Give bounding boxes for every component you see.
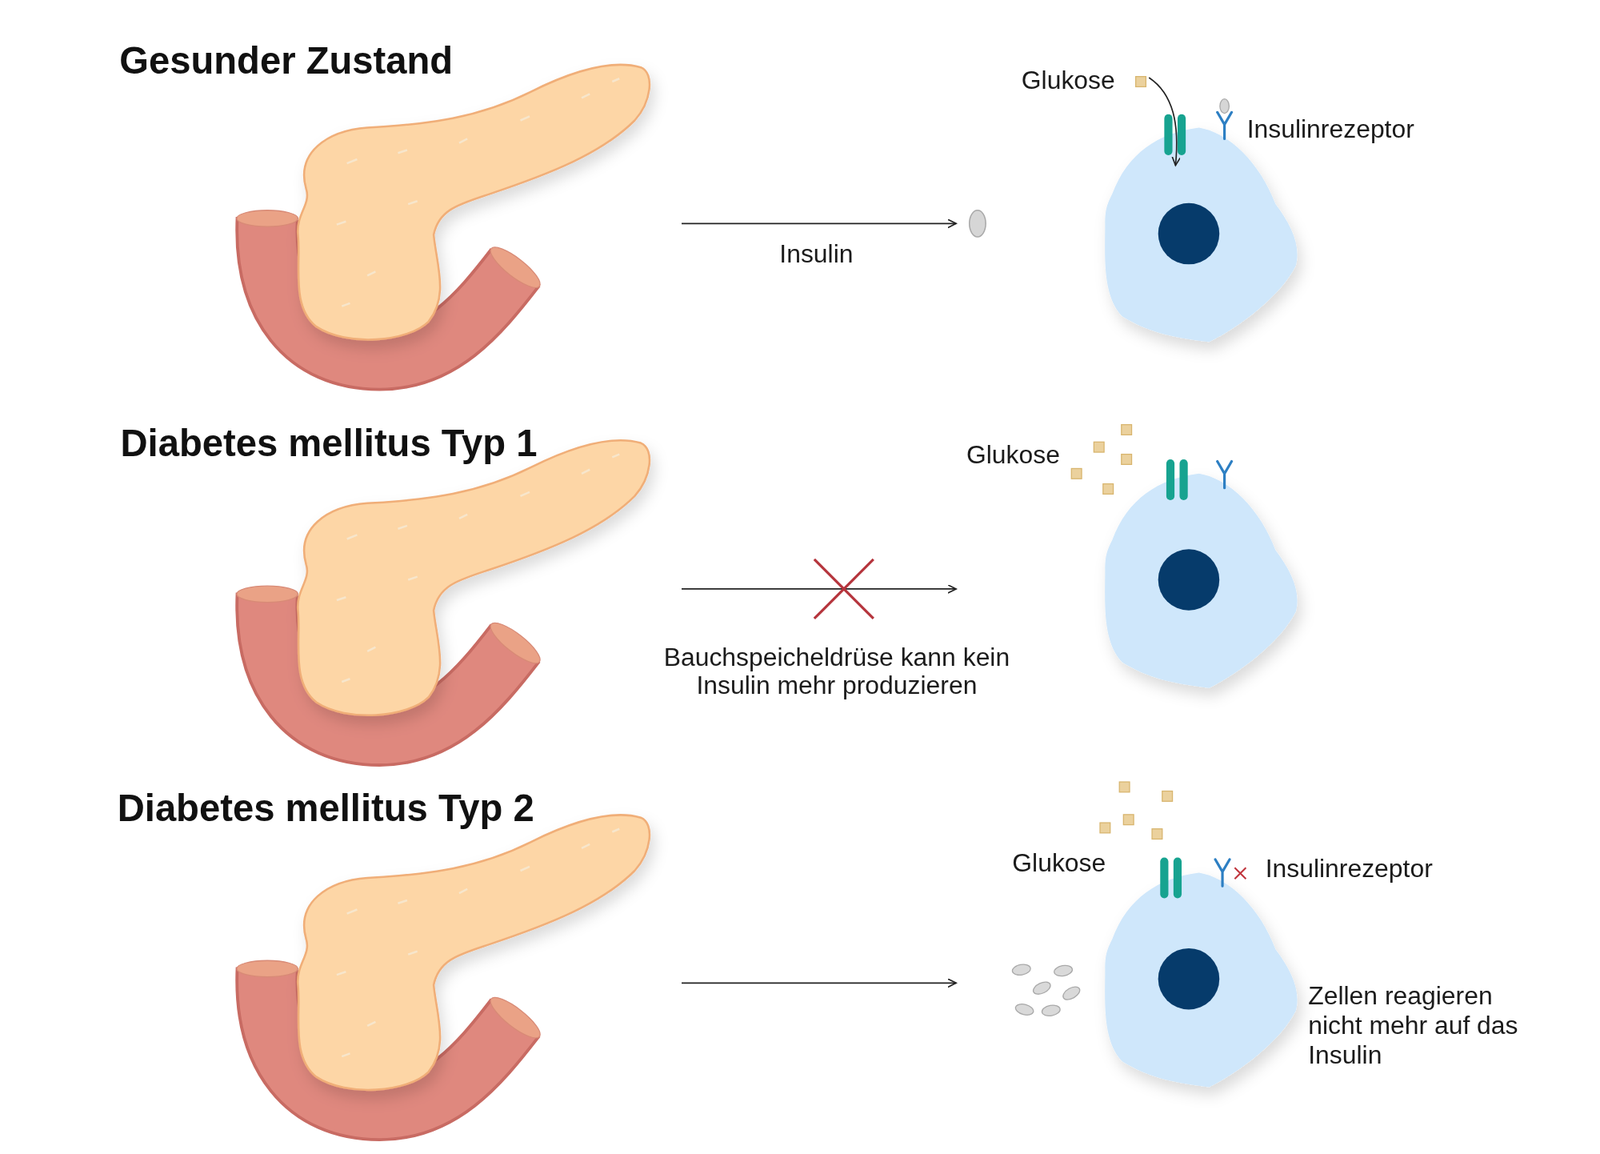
glucose-molecule <box>1123 814 1134 825</box>
insulin-molecule <box>1014 1001 1035 1016</box>
flow-arrow <box>681 222 956 224</box>
glucose-channel <box>1177 114 1186 156</box>
pancreas-illustration <box>236 814 650 1109</box>
insulin-label: Insulin <box>714 238 919 268</box>
body-cell <box>1104 473 1297 688</box>
glucose-label: Glukose <box>1021 65 1116 95</box>
flow-arrow <box>681 588 956 590</box>
section-heading: Diabetes mellitus Typ 1 <box>120 421 538 467</box>
glucose-channel <box>1166 459 1175 500</box>
glucose-label: Glukose <box>966 440 1060 469</box>
insulin-molecule <box>1053 964 1074 978</box>
glucose-channel <box>1173 856 1182 898</box>
receptor-label: Insulinrezeptor <box>1247 114 1415 144</box>
glucose-molecule <box>1100 822 1111 833</box>
insulin-receptor <box>1217 461 1232 488</box>
insulin-molecule <box>969 210 986 237</box>
body-cell <box>1104 872 1297 1088</box>
insulin-receptor <box>1215 859 1230 886</box>
glucose-molecule <box>1093 441 1104 452</box>
glucose-group <box>1071 424 1132 495</box>
glucose-channel <box>1164 114 1172 156</box>
cause-note: Bauchspeicheldrüse kann kein Insulin meh… <box>663 641 1011 699</box>
insulin-molecule <box>1040 1003 1061 1017</box>
section-heading: Gesunder Zustand <box>119 38 453 84</box>
glucose-group <box>1100 781 1173 839</box>
glucose-label: Glukose <box>1012 848 1106 877</box>
uptake-arrow <box>1148 77 1177 166</box>
glucose-molecule <box>1103 484 1114 495</box>
receptor-label: Insulinrezeptor <box>1265 852 1433 882</box>
glucose-molecule <box>1136 76 1147 88</box>
receptor-blocked-cross <box>1234 867 1246 879</box>
glucose-channel <box>1160 856 1168 898</box>
glucose-molecule <box>1119 781 1130 792</box>
insulin-molecule <box>1011 962 1032 976</box>
glucose-molecule <box>1152 828 1163 840</box>
insulin-molecule <box>1060 984 1082 1003</box>
pancreas-illustration <box>236 64 650 360</box>
insulin-group <box>1011 962 1082 1017</box>
cause-note: Zellen reagieren nicht mehr auf das Insu… <box>1308 980 1533 1070</box>
insulin-receptor <box>1217 112 1232 139</box>
glucose-molecule <box>1162 791 1173 802</box>
glucose-molecule <box>1121 424 1132 436</box>
glucose-molecule <box>1121 454 1132 465</box>
blocked-cross <box>814 559 874 619</box>
pancreas-illustration <box>236 440 650 735</box>
insulin-molecule <box>1220 99 1229 114</box>
glucose-channel <box>1179 459 1188 500</box>
section-heading: Diabetes mellitus Typ 2 <box>117 785 535 831</box>
glucose-molecule <box>1071 468 1082 479</box>
body-cell <box>1104 127 1297 342</box>
insulin-molecule <box>1031 979 1052 996</box>
flow-arrow <box>681 981 956 984</box>
